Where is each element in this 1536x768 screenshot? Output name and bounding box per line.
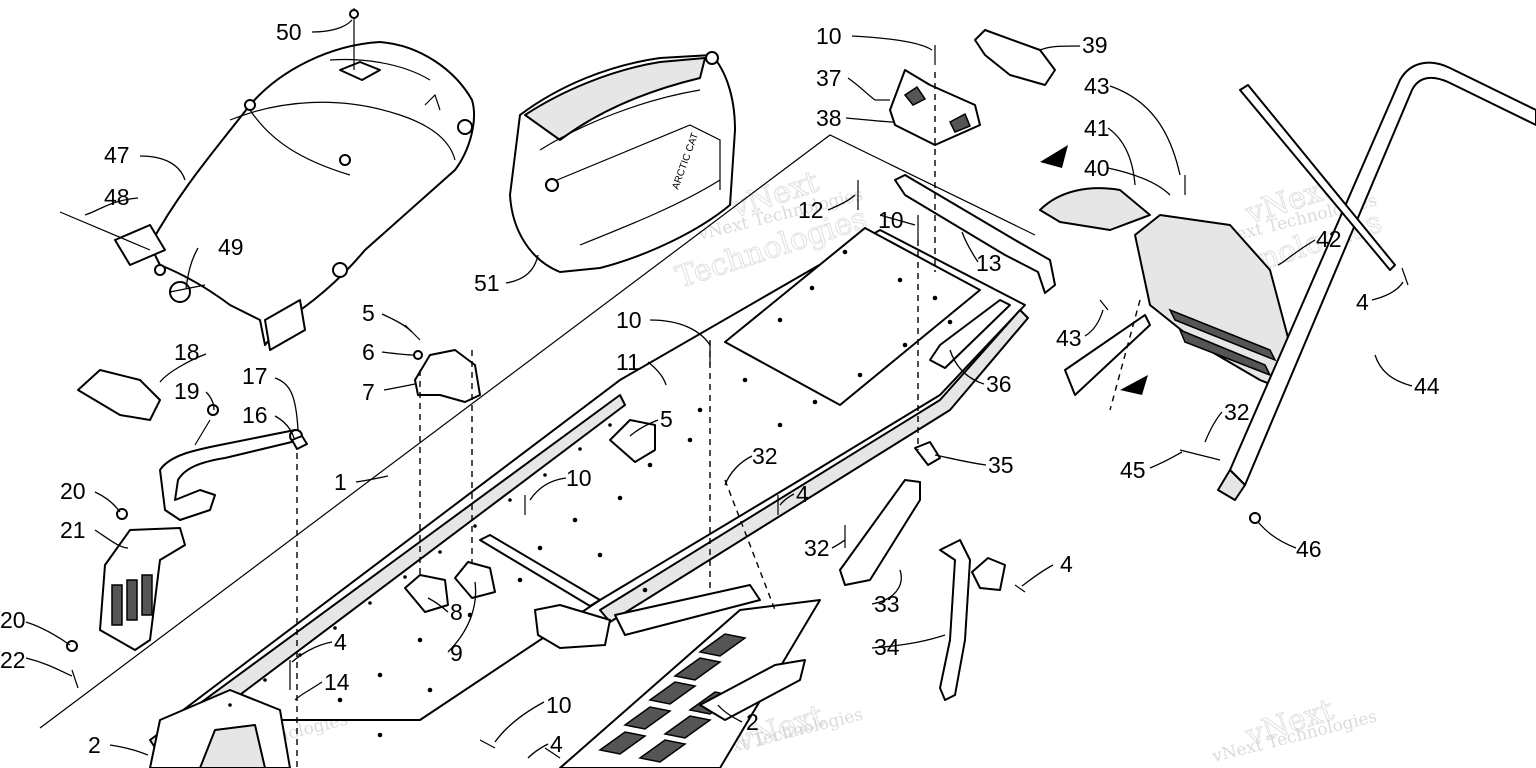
callout-21: 21 [60, 517, 86, 543]
callout-5: 5 [660, 406, 673, 432]
callout-10: 10 [816, 23, 842, 49]
callout-50: 50 [276, 19, 302, 45]
callout-42: 42 [1316, 226, 1342, 252]
callout-16: 16 [242, 402, 268, 428]
callout-2: 2 [746, 709, 759, 735]
tunnel-chassis [149, 227, 1029, 768]
callout-20: 20 [0, 607, 26, 633]
callout-43: 43 [1084, 73, 1110, 99]
plate-5 [609, 419, 656, 463]
callout-4: 4 [1356, 289, 1369, 315]
callout-4: 4 [796, 481, 809, 507]
callout-48: 48 [104, 184, 130, 210]
callout-14: 14 [324, 669, 350, 695]
callout-41: 41 [1084, 115, 1110, 141]
cap-39 [974, 29, 1056, 86]
callout-2: 2 [88, 732, 101, 758]
callout-18: 18 [174, 339, 200, 365]
rail-rivets [228, 423, 612, 707]
callout-8: 8 [450, 599, 463, 625]
callout-20: 20 [60, 478, 86, 504]
callout-40: 40 [1084, 155, 1110, 181]
callout-39: 39 [1082, 32, 1108, 58]
callout-35: 35 [988, 452, 1014, 478]
callout-10: 10 [546, 692, 572, 718]
callout-45: 45 [1120, 457, 1146, 483]
callout-51: 51 [474, 270, 500, 296]
callout-11: 11 [616, 349, 640, 375]
callout-10: 10 [878, 207, 904, 233]
callout-17: 17 [242, 363, 268, 389]
strap-34 [939, 539, 971, 701]
plate-8 [404, 574, 449, 613]
plate-4 [971, 557, 1006, 591]
callout-4: 4 [1060, 551, 1073, 577]
snowflap-42 [1134, 214, 1291, 391]
grab-handle [159, 429, 303, 521]
callout-36: 36 [986, 371, 1012, 397]
callout-22: 22 [0, 647, 26, 673]
rear-bumper-44 [1217, 61, 1536, 501]
storage-bag: ARCTIC CAT [509, 51, 736, 273]
callout-4: 4 [550, 731, 563, 757]
leader-lines [25, 19, 1413, 759]
callout-32: 32 [1224, 399, 1250, 425]
plate-9 [454, 561, 496, 599]
bracket-7 [414, 349, 481, 403]
callout-1: 1 [334, 469, 347, 495]
callout-9: 9 [450, 640, 463, 666]
callout-10: 10 [566, 465, 592, 491]
callout-44: 44 [1414, 373, 1440, 399]
callout-6: 6 [362, 339, 375, 365]
flap-40 [1039, 187, 1151, 231]
callout-34: 34 [874, 634, 900, 660]
bar-43 [1064, 314, 1151, 396]
callout-19: 19 [174, 378, 200, 404]
callout-13: 13 [976, 250, 1002, 276]
callout-labels: 50 47 48 49 51 18 19 17 16 5 6 7 1 20 21… [0, 19, 1440, 758]
rear-bumper-plate [99, 527, 186, 651]
reflector-18 [77, 369, 161, 421]
assembly-outline [39, 134, 1036, 729]
chassis-holes [337, 249, 953, 738]
brace-33 [839, 479, 921, 586]
callout-10: 10 [616, 307, 642, 333]
callout-49: 49 [218, 234, 244, 260]
callout-7: 7 [362, 379, 375, 405]
callout-32: 32 [804, 535, 830, 561]
assembly-dashes [296, 72, 1141, 768]
plate-2b [699, 659, 806, 721]
direction-arrows [1040, 145, 1148, 395]
callout-46: 46 [1296, 536, 1322, 562]
callout-37: 37 [816, 65, 842, 91]
callout-32: 32 [752, 443, 778, 469]
callout-47: 47 [104, 142, 130, 168]
clip-35 [914, 441, 941, 466]
callout-43: 43 [1056, 325, 1082, 351]
callout-5: 5 [362, 300, 375, 326]
callout-38: 38 [816, 105, 842, 131]
callout-4: 4 [334, 629, 347, 655]
callout-12: 12 [798, 197, 824, 223]
hardware [59, 8, 1409, 759]
callout-33: 33 [874, 591, 900, 617]
seat-assembly [114, 41, 476, 351]
